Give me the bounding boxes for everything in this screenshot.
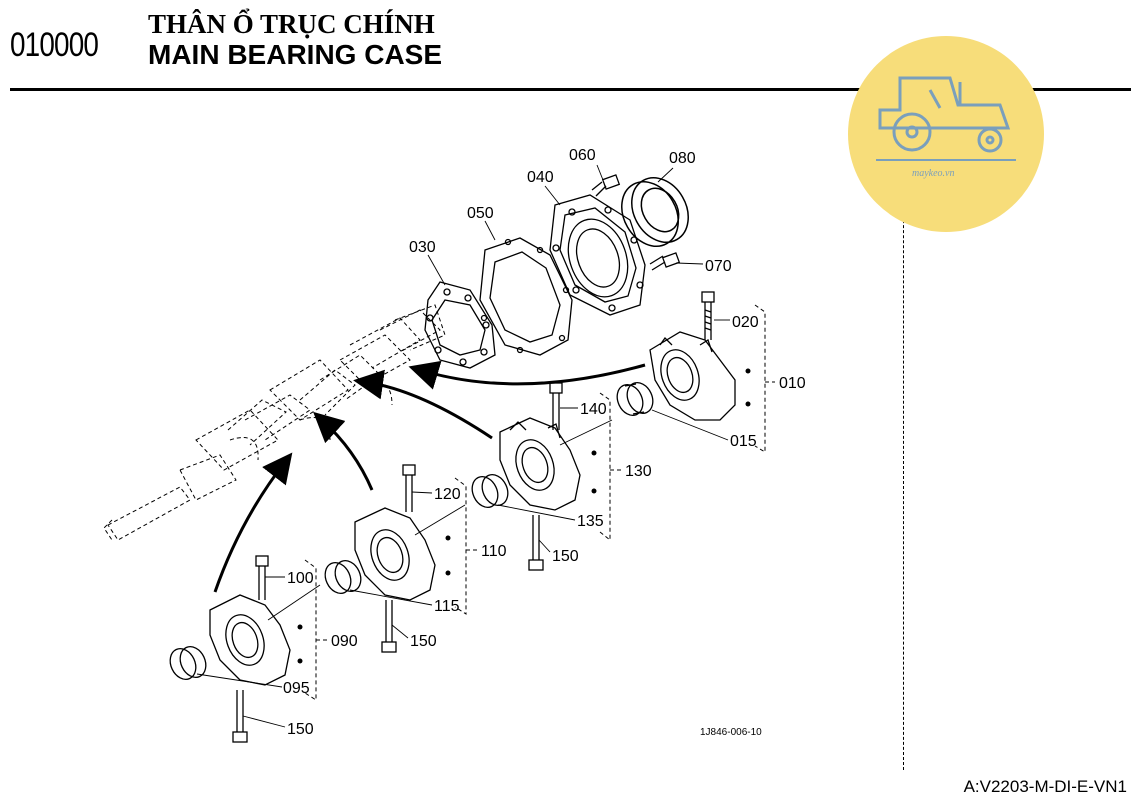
label-150-c: 150 — [552, 548, 579, 565]
label-095: 095 — [283, 680, 310, 697]
bolt-140 — [549, 382, 563, 430]
bearing-case-090 — [209, 594, 291, 686]
bolt-150-a — [232, 690, 248, 743]
label-150-b: 150 — [410, 633, 437, 650]
gasket-030 — [424, 281, 496, 369]
label-080: 080 — [669, 150, 696, 167]
label-030: 030 — [409, 239, 436, 256]
label-015: 015 — [730, 433, 757, 450]
label-090: 090 — [331, 633, 358, 650]
bearing-015 — [616, 381, 654, 417]
bearing-135 — [471, 473, 509, 509]
bearing-case-130 — [499, 417, 581, 511]
label-010: 010 — [779, 375, 806, 392]
label-100: 100 — [287, 570, 314, 587]
watermark-text: maykeo.vn — [912, 168, 954, 179]
crankshaft — [103, 304, 446, 541]
bolt-020 — [701, 291, 715, 340]
label-070: 070 — [705, 258, 732, 275]
assembly-arrows — [213, 360, 646, 593]
label-020: 020 — [732, 314, 759, 331]
group-brackets — [304, 304, 775, 701]
oil-seal-080 — [621, 177, 689, 247]
label-130: 130 — [625, 463, 652, 480]
bearing-095 — [169, 645, 207, 681]
leader-lines — [196, 164, 730, 728]
label-060: 060 — [569, 147, 596, 164]
model-code: A:V2203-M-DI-E-VN1 — [963, 777, 1127, 796]
bolt-060 — [591, 174, 621, 197]
page-divider — [903, 180, 904, 770]
label-110: 110 — [481, 543, 507, 560]
bolt-150-c — [528, 515, 544, 571]
label-150-a: 150 — [287, 721, 314, 738]
bolt-100 — [255, 555, 269, 600]
section-code: 010000 — [10, 26, 99, 64]
bearing-case-110 — [354, 507, 436, 601]
label-120: 120 — [434, 486, 461, 503]
header-rule — [10, 88, 1131, 91]
label-050: 050 — [467, 205, 494, 222]
bolt-150-b — [381, 600, 397, 653]
label-135: 135 — [577, 513, 604, 530]
drawing-reference: 1J846-006-10 — [700, 727, 762, 738]
bolt-070 — [649, 252, 681, 271]
bolt-120 — [402, 464, 416, 512]
label-140: 140 — [580, 401, 607, 418]
bearing-case-010 — [649, 331, 736, 421]
watermark-logo: maykeo.vn — [848, 36, 1044, 232]
title-vietnamese: THÂN Ổ TRỤC CHÍNH — [148, 9, 435, 39]
title-english: MAIN BEARING CASE — [148, 39, 443, 70]
label-115: 115 — [434, 598, 460, 615]
label-040: 040 — [527, 169, 554, 186]
bearing-case-040 — [549, 194, 646, 316]
